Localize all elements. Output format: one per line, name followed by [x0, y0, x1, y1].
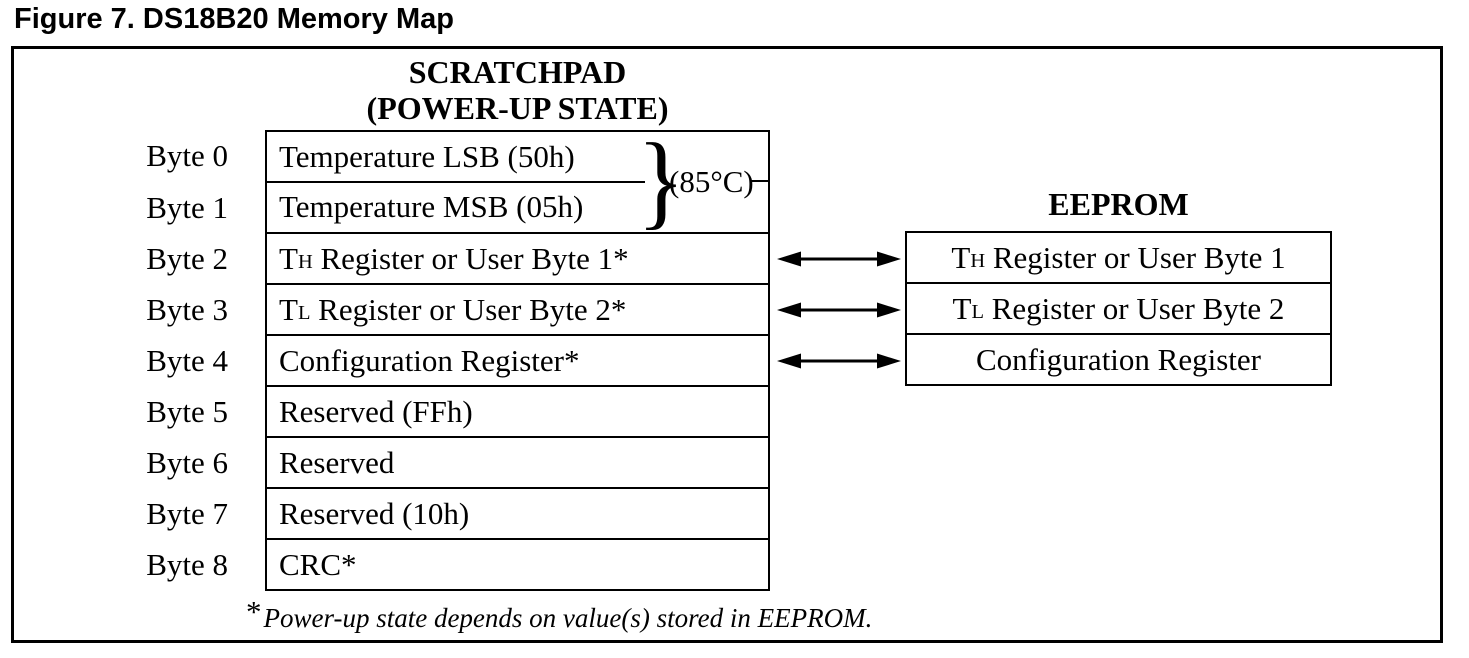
byte-label-6: Byte 6	[146, 444, 228, 480]
eeprom-row-text-sub: L	[971, 300, 984, 323]
figure-title: Figure 7. DS18B20 Memory Map	[14, 3, 454, 35]
scratchpad-heading-line1: SCRATCHPAD	[408, 54, 627, 90]
partial-divider-line	[267, 181, 645, 183]
byte-label-0: Byte 0	[146, 138, 228, 173]
scratchpad-row-byte0: Temperature LSB (50h)	[267, 132, 768, 182]
scratchpad-row-text-pre: T	[279, 240, 298, 276]
bidirectional-arrow-icon	[775, 249, 903, 269]
scratchpad-row-byte6: Reserved	[265, 436, 770, 489]
bidirectional-arrow-icon	[775, 300, 903, 320]
scratchpad-heading: SCRATCHPAD (POWER-UP STATE)	[265, 54, 770, 126]
byte-label-4: Byte 4	[146, 342, 228, 378]
eeprom-row-text-post: Register or User Byte 2	[983, 290, 1285, 326]
footnote-asterisk: *	[246, 594, 262, 629]
scratchpad-row-text-pre: Configuration Register*	[279, 342, 580, 378]
scratchpad-row-byte8: CRC*	[265, 538, 770, 591]
scratchpad-temperature-cell: Temperature LSB (50h) Temperature MSB (0…	[265, 127, 770, 234]
byte-label-5: Byte 5	[146, 393, 228, 429]
scratchpad-row-text: Temperature MSB (05h)	[279, 189, 584, 224]
scratchpad-row-text-post: Register or User Byte 2*	[310, 291, 627, 327]
eeprom-heading: EEPROM	[1048, 186, 1189, 222]
byte-label-1: Byte 1	[146, 190, 228, 225]
footnote-text: Power-up state depends on value(s) store…	[263, 603, 873, 633]
byte-label-2: Byte 2	[146, 240, 228, 276]
scratchpad-row-text-pre: Reserved (10h)	[279, 495, 470, 531]
eeprom-row-text-pre: T	[952, 290, 972, 326]
scratchpad-row-text-pre: CRC*	[279, 546, 357, 582]
scratchpad-row-text-pre: Reserved (FFh)	[279, 393, 473, 429]
eeprom-row-text-pre: Configuration Register	[976, 341, 1261, 377]
scratchpad-row-text: Temperature LSB (50h)	[279, 139, 575, 174]
scratchpad-row-byte7: Reserved (10h)	[265, 487, 770, 540]
byte-label-3: Byte 3	[146, 291, 228, 327]
scratchpad-row-text-post: Register or User Byte 1*	[312, 240, 629, 276]
eeprom-row-text-post: Register or User Byte 1	[985, 239, 1286, 275]
scratchpad-row-byte5: Reserved (FFh)	[265, 385, 770, 438]
scratchpad-table: Temperature LSB (50h) Temperature MSB (0…	[265, 127, 770, 591]
bidirectional-arrow-icon	[775, 351, 903, 371]
eeprom-row-text-pre: T	[951, 239, 971, 275]
scratchpad-row-text-sub: H	[297, 250, 313, 273]
footnote: *Power-up state depends on value(s) stor…	[246, 594, 873, 635]
byte-label-7: Byte 7	[146, 495, 228, 531]
eeprom-row-2: Configuration Register	[905, 333, 1332, 386]
eeprom-row-text-sub: H	[970, 249, 986, 272]
power-up-temperature-label: (85°C)	[669, 164, 754, 199]
scratchpad-row-text-pre: Reserved	[279, 444, 395, 480]
temp-connector-line	[750, 180, 768, 182]
byte-label-8: Byte 8	[146, 546, 228, 582]
scratchpad-row-text-sub: L	[297, 301, 311, 324]
scratchpad-heading-line2: (POWER-UP STATE)	[366, 90, 669, 126]
scratchpad-row-byte1: Temperature MSB (05h)	[267, 182, 768, 232]
scratchpad-row-byte4: Configuration Register*	[265, 334, 770, 387]
scratchpad-row-text-pre: T	[279, 291, 298, 327]
